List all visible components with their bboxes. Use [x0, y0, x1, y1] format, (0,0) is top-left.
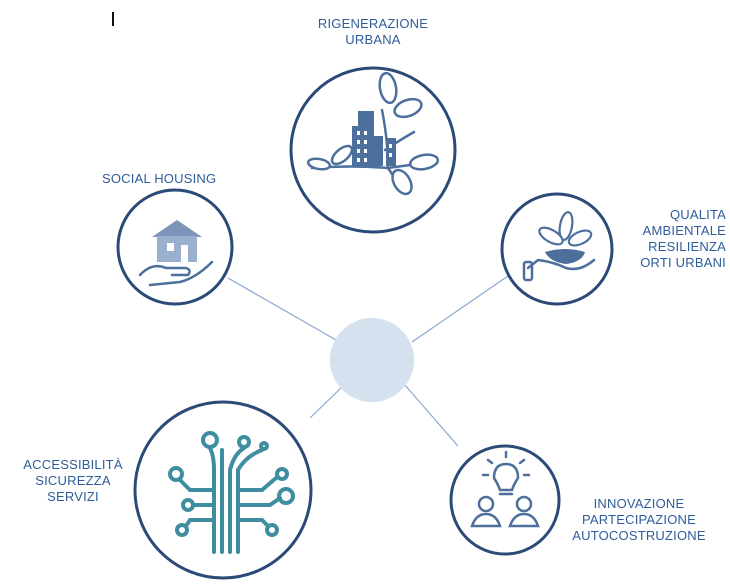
- circuit-tree-icon: [168, 431, 295, 554]
- text-cursor: [112, 12, 114, 26]
- label-right-line-4: ORTI URBANI: [640, 255, 726, 270]
- connector-left: [227, 277, 337, 341]
- urban-regeneration-icon: [306, 71, 440, 196]
- label-right-line-2: AMBIENTALE: [642, 223, 726, 238]
- plant-in-hand-icon: [522, 211, 596, 282]
- label-bottom-right: INNOVAZIONE PARTECIPAZIONE AUTOCOSTRUZIO…: [556, 496, 722, 544]
- center-hub-circle: [330, 318, 414, 402]
- label-bottom-left: ACCESSIBILITÀ SICUREZZA SERVIZI: [10, 457, 136, 505]
- label-top-line-1: RIGENERAZIONE: [317, 16, 429, 31]
- label-bottom-left-line-2: SICUREZZA: [35, 473, 111, 488]
- label-left-line-1: SOCIAL HOUSING: [102, 171, 217, 186]
- label-bottom-right-line-3: AUTOCOSTRUZIONE: [572, 528, 706, 543]
- ring-right: [500, 192, 614, 306]
- ring-bottom-right: [449, 444, 561, 556]
- label-right-line-1: QUALITA: [669, 207, 726, 222]
- label-left: SOCIAL HOUSING: [102, 171, 216, 187]
- label-top: RIGENERAZIONE URBANA: [310, 16, 436, 48]
- label-bottom-right-line-2: PARTECIPAZIONE: [581, 512, 697, 527]
- label-bottom-left-line-1: ACCESSIBILITÀ: [23, 457, 123, 472]
- label-bottom-right-line-1: INNOVAZIONE: [593, 496, 685, 511]
- connector-bottom-right: [403, 383, 459, 447]
- connectors: [227, 275, 509, 447]
- label-bottom-left-line-3: SERVIZI: [47, 489, 99, 504]
- connector-bottom-left: [309, 385, 344, 419]
- label-top-line-2: URBANA: [345, 32, 401, 47]
- connector-right: [411, 275, 509, 343]
- label-right: QUALITA AMBIENTALE RESILIENZA ORTI URBAN…: [624, 207, 726, 271]
- people-idea-icon: [470, 450, 540, 528]
- label-right-line-3: RESILIENZA: [648, 239, 726, 254]
- house-in-hand-icon: [138, 220, 214, 287]
